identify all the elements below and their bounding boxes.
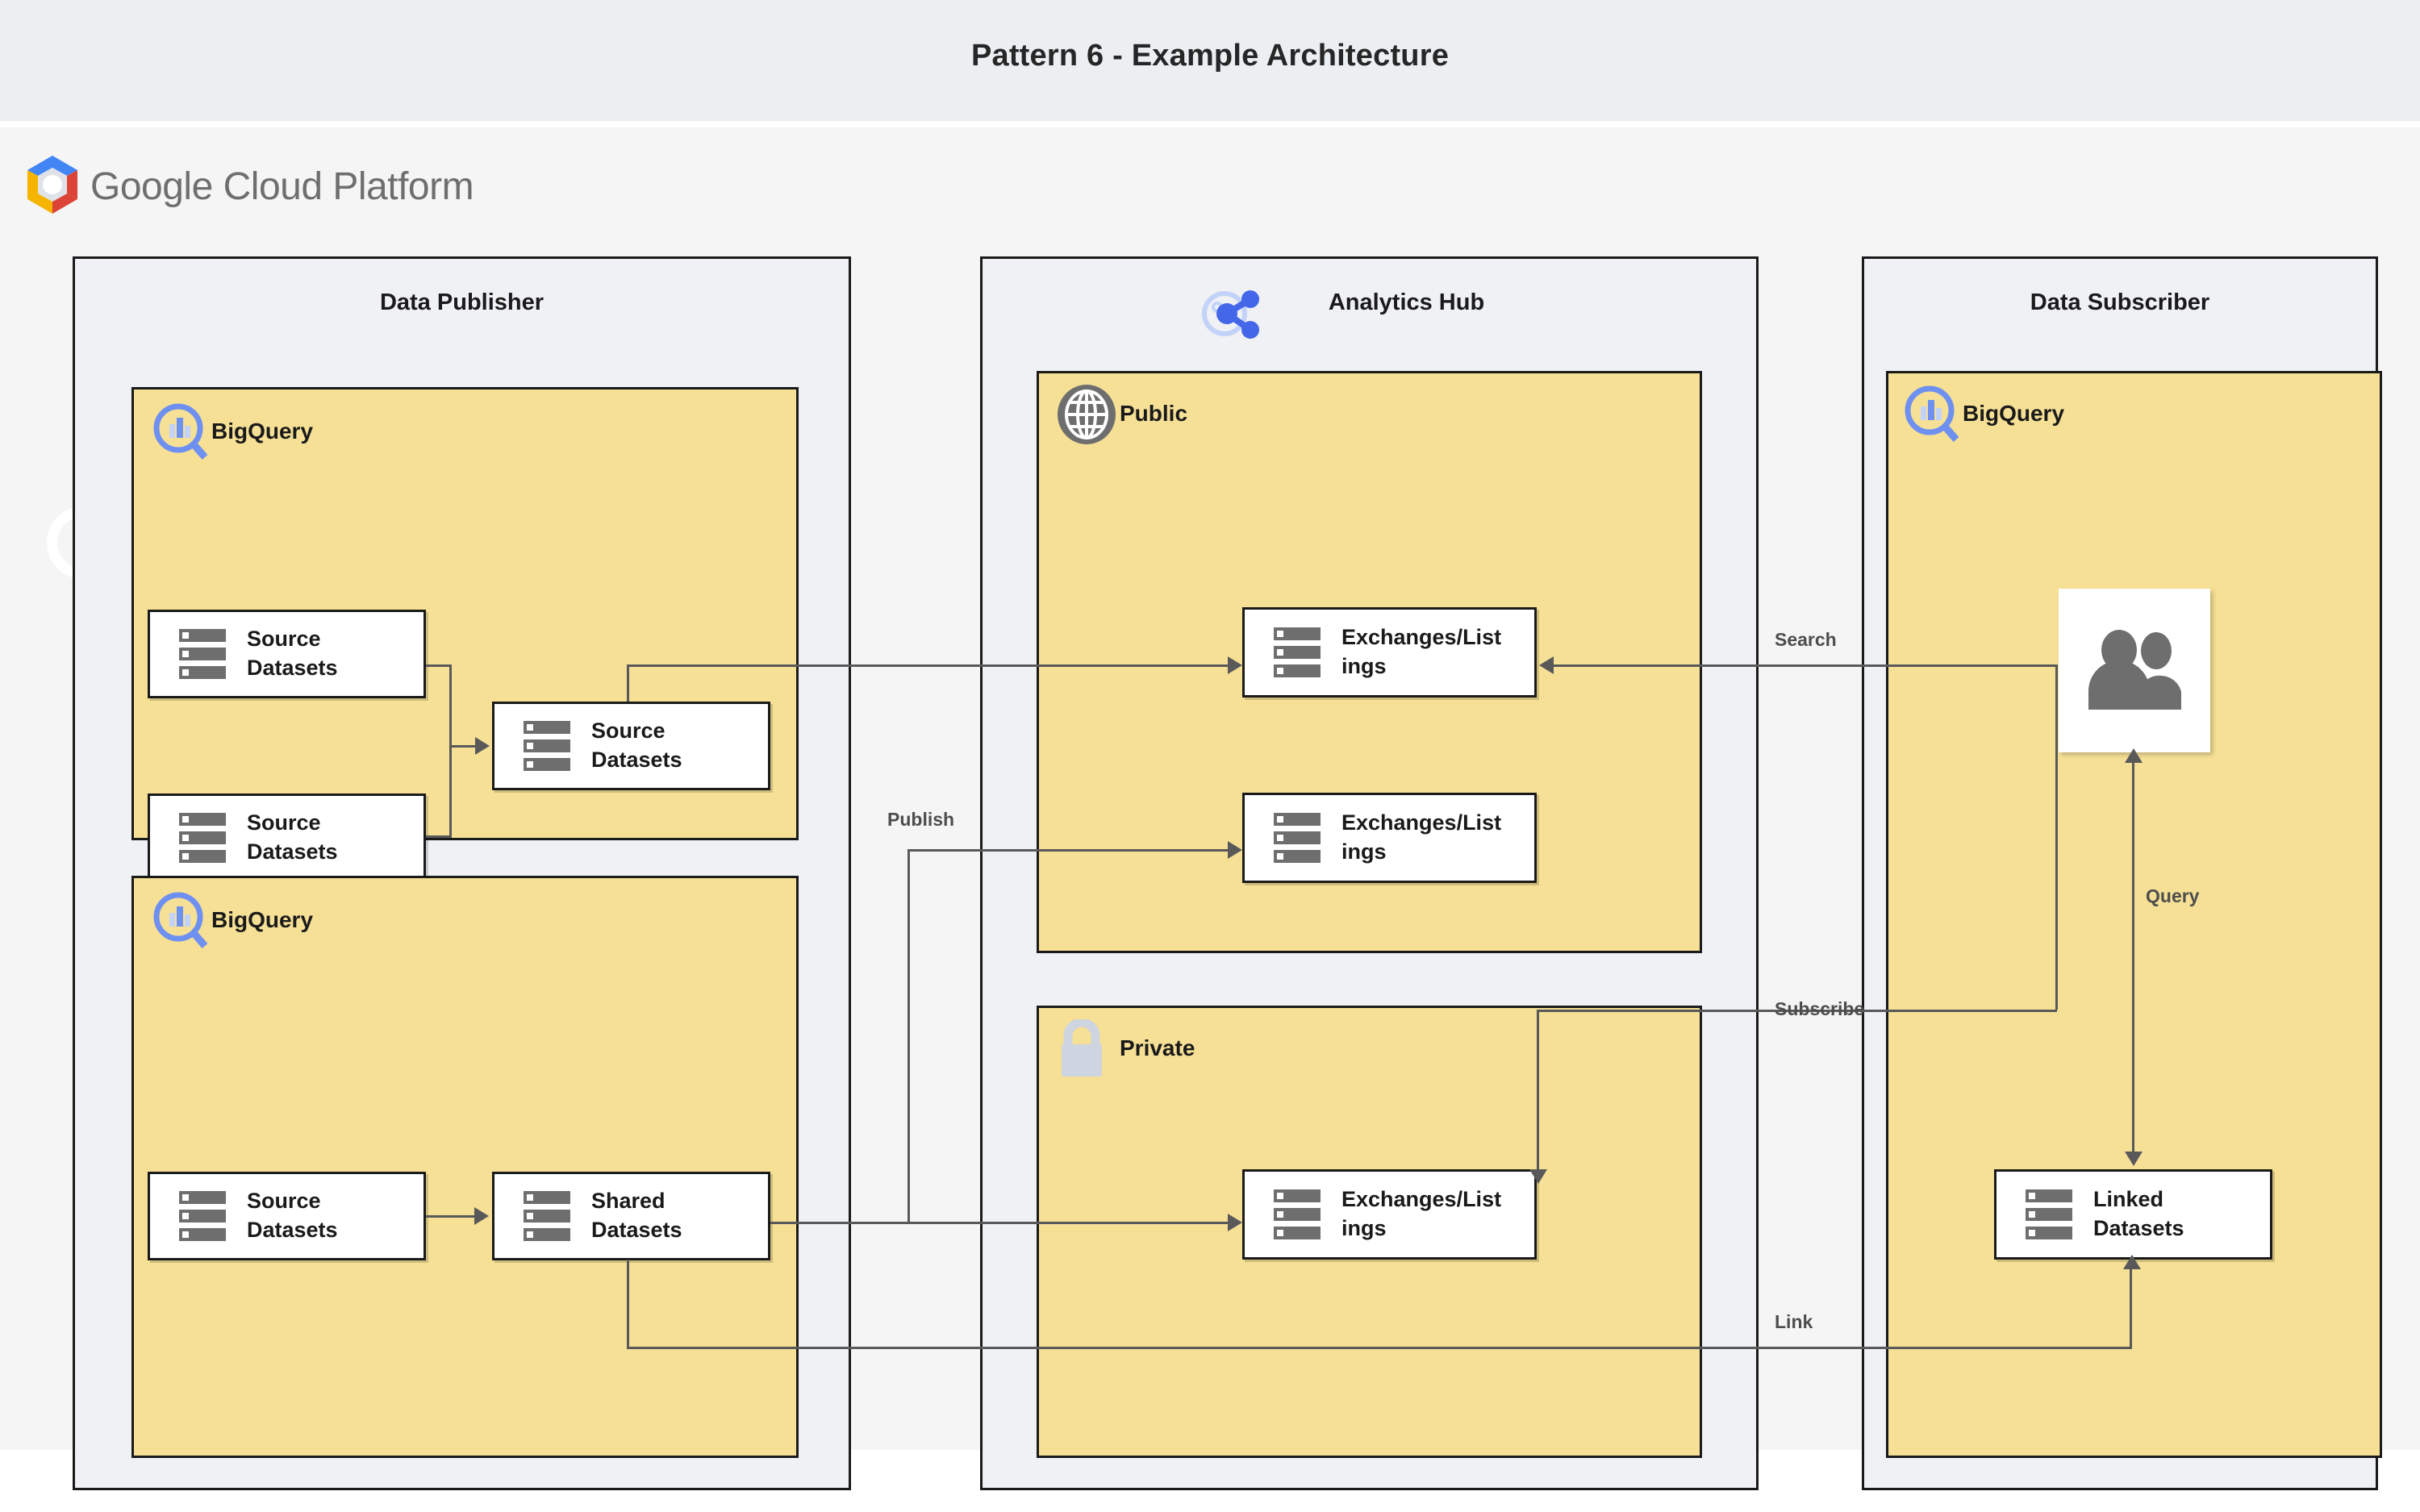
bigquery-icon — [153, 403, 208, 460]
node-source-datasets-3[interactable]: Source Datasets — [492, 702, 770, 790]
datasets-icon — [2026, 1189, 2072, 1239]
node-label: Linked Datasets — [2093, 1187, 2184, 1240]
connector-line — [1537, 1010, 1539, 1171]
node-label: Source Datasets — [247, 1189, 338, 1242]
connector-line — [2132, 758, 2134, 1157]
datasets-icon — [524, 1191, 570, 1241]
zone-label-public: Public — [1120, 401, 1188, 426]
node-source-datasets-4[interactable]: Source Datasets — [148, 1172, 426, 1260]
datasets-icon — [524, 721, 570, 771]
gcp-wordmark: Google Cloud Platform — [90, 165, 474, 208]
connector-line — [908, 849, 910, 1222]
node-exchanges-listings-1[interactable]: Exchanges/Listings — [1242, 607, 1537, 698]
connector-line — [627, 1347, 2132, 1349]
globe-icon — [1058, 385, 1116, 444]
gcp-logo: Google Cloud Platform — [23, 153, 474, 226]
arrow-head — [1228, 1214, 1242, 1231]
bigquery-icon — [153, 892, 208, 948]
connector-line — [426, 835, 452, 838]
edge-label-search: Search — [1775, 629, 1837, 650]
edge-label-publish: Publish — [887, 809, 955, 830]
node-shared-datasets[interactable]: Shared Datasets — [492, 1172, 770, 1260]
node-users[interactable] — [2059, 589, 2210, 752]
node-source-datasets-1[interactable]: Source Datasets — [148, 610, 426, 698]
connector-line — [627, 664, 629, 702]
connector-line — [908, 849, 1228, 852]
edge-label-link: Link — [1775, 1311, 1813, 1332]
bigquery-icon — [1905, 385, 1959, 442]
arrow-head — [1529, 1169, 1547, 1184]
node-label: Source Datasets — [591, 719, 682, 772]
arrow-head — [2123, 1255, 2141, 1269]
arrow-head — [1539, 656, 1554, 674]
node-label: Shared Datasets — [591, 1189, 682, 1242]
zone-label-publisher-bigquery-bottom: BigQuery — [211, 907, 314, 932]
edge-label-subscribe: Subscribe — [1775, 998, 1865, 1019]
group-title-data-subscriber: Data Subscriber — [2030, 289, 2210, 315]
connector-line — [627, 664, 1228, 667]
zone-label-publisher-bigquery-top: BigQuery — [211, 419, 314, 444]
node-source-datasets-2[interactable]: Source Datasets — [148, 793, 426, 882]
datasets-icon — [1274, 813, 1321, 863]
gcp-hexagon-icon — [27, 156, 77, 214]
arrow-head — [2125, 1152, 2143, 1166]
connector-line — [1539, 1010, 2057, 1012]
zone-label-private: Private — [1120, 1035, 1195, 1060]
node-exchanges-listings-2[interactable]: Exchanges/Listings — [1242, 793, 1537, 883]
group-title-data-publisher: Data Publisher — [379, 289, 544, 315]
diagram-canvas: Google Cloud Platform Data Publisher Big… — [0, 127, 2420, 1490]
zone-label-subscriber-bigquery: BigQuery — [1963, 401, 2065, 426]
zone-publisher-bigquery-bottom[interactable]: BigQuery — [131, 876, 799, 1458]
edge-label-query: Query — [2146, 885, 2200, 906]
node-label: Exchanges/Listings — [1341, 1187, 1502, 1240]
datasets-icon — [1274, 1189, 1321, 1239]
connector-line — [627, 1260, 629, 1348]
datasets-icon — [1274, 627, 1321, 677]
arrow-head — [475, 737, 490, 755]
connector-line — [449, 745, 475, 748]
arrow-head — [2125, 748, 2143, 763]
connector-line — [2130, 1260, 2132, 1348]
title-band: Pattern 6 - Example Architecture — [0, 0, 2420, 121]
group-title-analytics-hub: Analytics Hub — [1328, 289, 1485, 315]
users-icon — [2088, 629, 2181, 710]
node-label: Exchanges/Listings — [1341, 625, 1502, 678]
connector-line — [1553, 664, 2057, 667]
connector-line — [426, 1215, 474, 1218]
node-linked-datasets[interactable]: Linked Datasets — [1994, 1169, 2272, 1260]
arrow-head — [1228, 841, 1242, 859]
node-label: Source Datasets — [247, 810, 338, 864]
datasets-icon — [179, 813, 226, 863]
node-label: Exchanges/Listings — [1341, 810, 1502, 864]
connector-line — [770, 1222, 1230, 1224]
datasets-icon — [179, 629, 226, 679]
node-exchanges-listings-3[interactable]: Exchanges/Listings — [1242, 1169, 1537, 1260]
arrow-head — [474, 1207, 489, 1225]
connector-line — [426, 664, 452, 667]
arrow-head — [1228, 656, 1242, 674]
page-title: Pattern 6 - Example Architecture — [970, 39, 1450, 73]
node-label: Source Datasets — [247, 627, 338, 680]
connector-line — [449, 664, 452, 838]
datasets-icon — [179, 1191, 226, 1241]
analytics-hub-share-icon — [1202, 290, 1259, 339]
connector-line — [2055, 664, 2058, 1010]
lock-icon — [1062, 1019, 1102, 1077]
